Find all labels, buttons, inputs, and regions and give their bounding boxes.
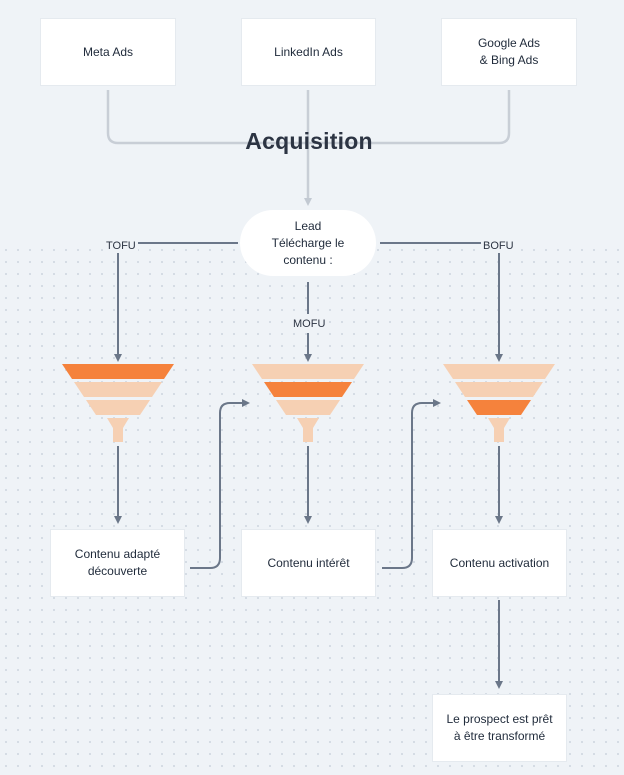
stage-label-bofu: BOFU <box>481 239 516 253</box>
content-tofu-box: Contenu adapté découverte <box>51 530 184 596</box>
funnel-mofu <box>252 364 364 442</box>
lead-node: Lead Télécharge le contenu : <box>240 210 376 276</box>
source-google-bing-ads: Google Ads & Bing Ads <box>442 19 576 85</box>
tofu-content-to-mofu-funnel <box>190 399 250 569</box>
stage-label-mofu: MOFU <box>291 317 328 331</box>
acquisition-title: Acquisition <box>245 128 373 154</box>
source-meta-ads: Meta Ads <box>41 19 175 85</box>
mofu-content-to-bofu-funnel <box>382 399 441 569</box>
funnel-bofu <box>443 364 555 442</box>
content-mofu-box: Contenu intérêt <box>242 530 375 596</box>
bofu-connector <box>380 242 503 362</box>
content-bofu-box: Contenu activation <box>433 530 566 596</box>
funnel-tofu <box>62 364 174 442</box>
source-linkedin-ads: LinkedIn Ads <box>242 19 375 85</box>
dotted-background <box>0 244 624 775</box>
final-prospect-box: Le prospect est prêt à être transformé <box>433 695 566 761</box>
tofu-connector <box>114 242 238 362</box>
stage-label-tofu: TOFU <box>104 239 138 253</box>
